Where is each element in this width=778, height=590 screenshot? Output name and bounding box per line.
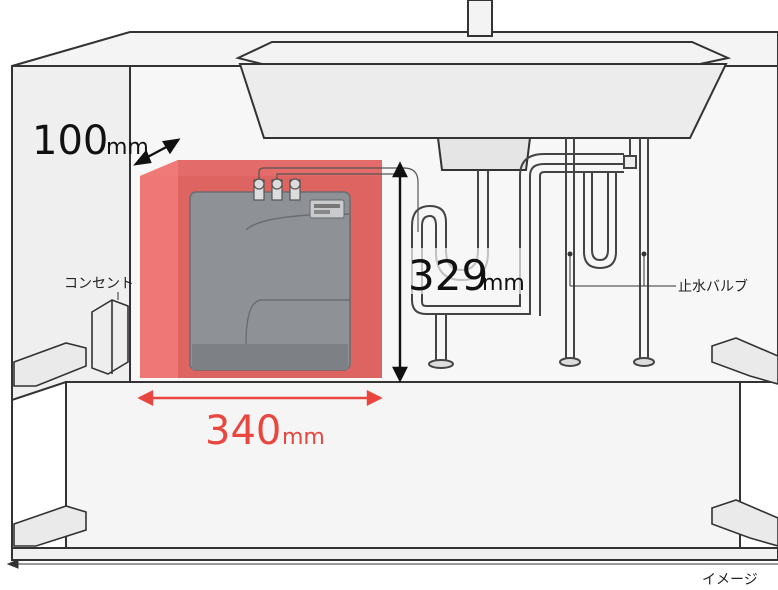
control-panel	[309, 199, 345, 219]
height-dimension	[392, 161, 408, 383]
depth-dimension	[133, 138, 181, 166]
image-note: イメージ	[702, 572, 758, 588]
cabinet	[11, 31, 778, 561]
overall-width-arrow	[6, 559, 778, 569]
height-unit: mm	[482, 271, 525, 296]
shelf-rails	[13, 337, 778, 547]
depth-unit: mm	[106, 135, 149, 160]
sink-basin	[238, 63, 728, 139]
outlet-label: コンセント	[64, 276, 134, 292]
cabinet-shelf-front	[65, 381, 741, 549]
height-value: 329	[408, 251, 488, 300]
unit-pipe-fittings	[253, 167, 406, 201]
sink-rim	[235, 41, 732, 65]
sink	[235, 0, 732, 171]
stop-valve-label: 止水バルブ	[678, 278, 748, 295]
water-heater-unit	[189, 167, 419, 371]
width-value: 340	[205, 408, 281, 454]
width-unit: mm	[282, 425, 325, 450]
depth-value: 100	[32, 118, 108, 164]
outlet-box	[91, 299, 129, 375]
cabinet-floor	[11, 547, 778, 561]
faucet-pipe	[467, 0, 493, 37]
unit-base	[192, 344, 348, 370]
width-dimension	[137, 390, 383, 406]
sink-drain-bowl	[436, 137, 532, 171]
plumbing	[411, 138, 655, 369]
unit-body	[189, 191, 351, 371]
